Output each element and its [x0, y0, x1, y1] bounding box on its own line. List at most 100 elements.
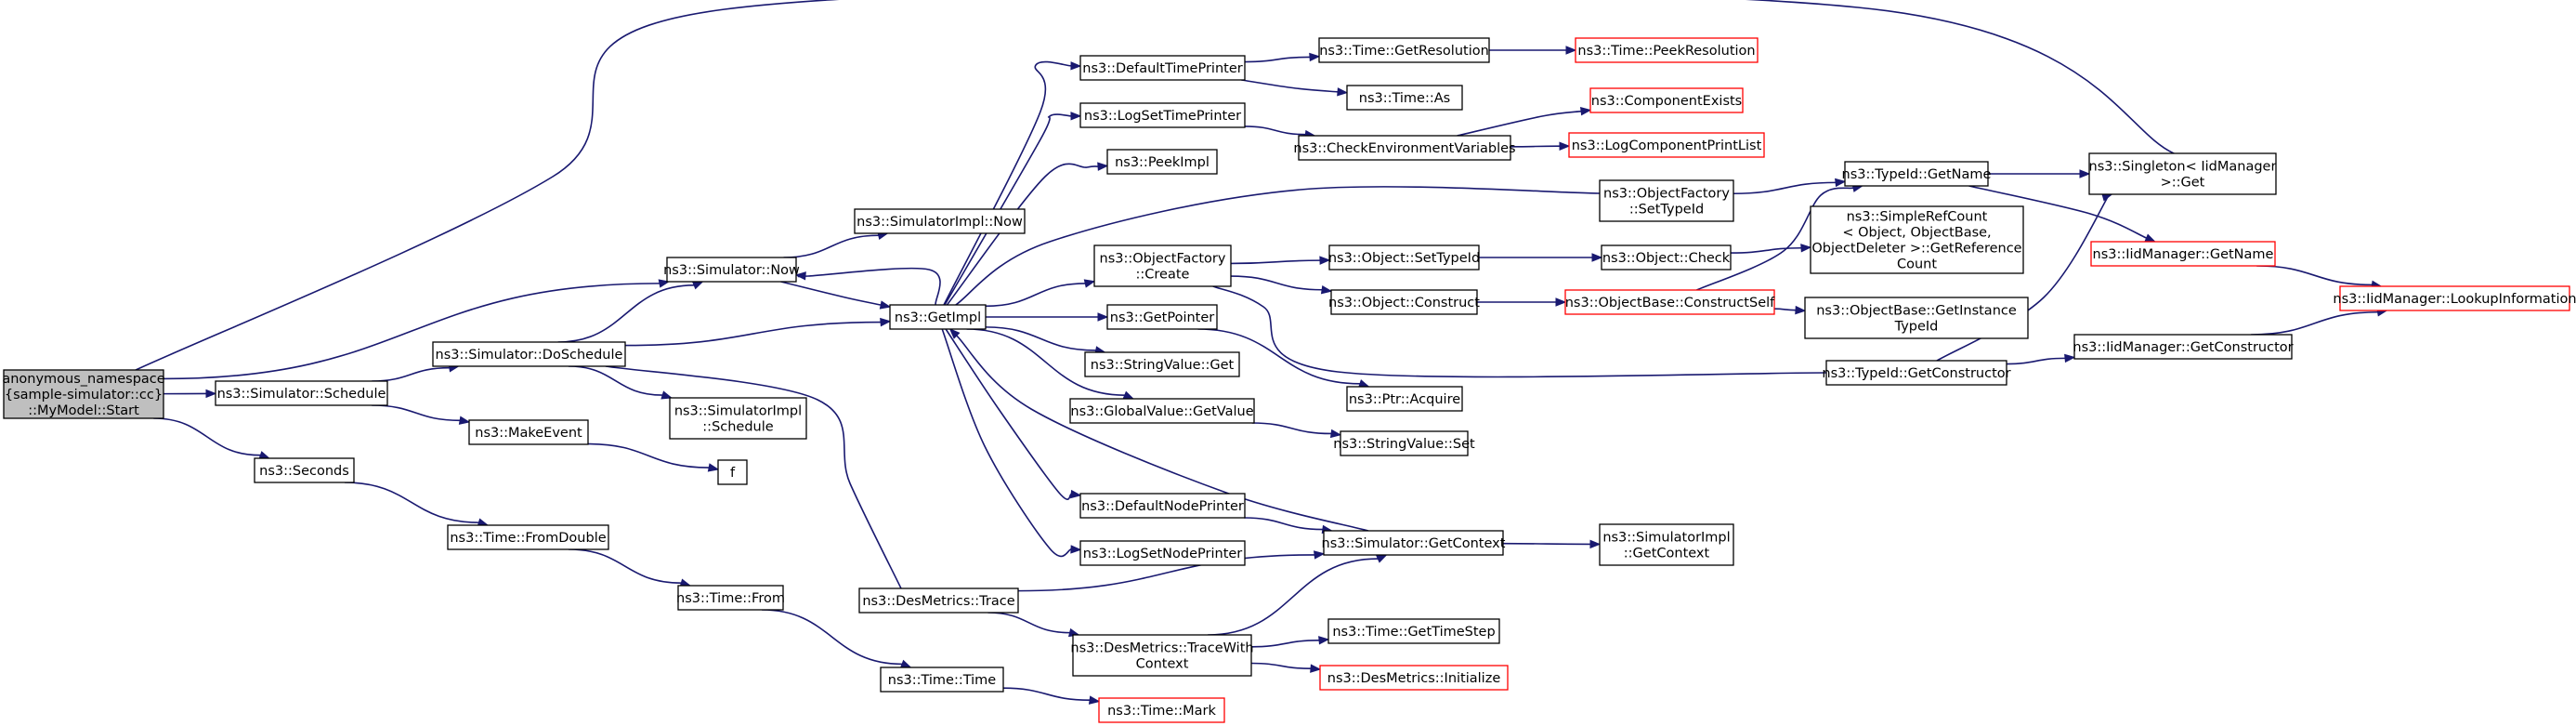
function-node[interactable]: f [717, 459, 748, 485]
node-label: ns3::LogSetTimePrinter [1084, 109, 1241, 124]
edge-line [1208, 558, 1379, 636]
function-node[interactable]: ns3::Singleton< IidManager >::Get [2088, 152, 2277, 195]
arrowhead [1069, 489, 1082, 499]
node-box [1106, 149, 1218, 175]
node-box [1318, 37, 1490, 63]
function-node[interactable]: ns3::DefaultTimePrinter [1079, 55, 1246, 81]
call-edge [2256, 265, 2383, 289]
node-box [858, 587, 1019, 614]
function-node[interactable]: ns3::SimulatorImpl::Schedule [669, 397, 807, 440]
function-node[interactable]: ns3::Object::Check [1601, 244, 1732, 271]
edge-line [985, 283, 1086, 308]
function-node[interactable]: ns3::Time::Time [880, 667, 1004, 693]
node-box [1327, 618, 1500, 644]
edge-line [1244, 517, 1323, 531]
function-node[interactable]: ns3::Time::As [1346, 85, 1463, 111]
edge-line [1773, 308, 1797, 311]
function-node[interactable]: ns3::PeekImpl [1106, 149, 1218, 175]
call-edge [987, 612, 1080, 638]
edge-line [946, 163, 1099, 306]
function-node[interactable]: ns3::CheckEnvironmentVariables [1293, 135, 1516, 161]
function-node[interactable]: ns3::IidManager::GetName [2090, 241, 2276, 267]
edge-line [372, 404, 461, 422]
edge-line [1250, 662, 1312, 669]
function-node[interactable]: ns3::ComponentExists [1589, 87, 1744, 113]
function-node[interactable]: ns3::SimulatorImpl::Now [854, 208, 1026, 234]
edge-line [1457, 110, 1582, 137]
node-box [1328, 244, 1480, 271]
node-box [1079, 493, 1246, 519]
edge-line [372, 366, 450, 382]
node-label: ns3::GetImpl [895, 310, 981, 325]
function-node[interactable]: ns3::Time::PeekResolution [1575, 37, 1759, 63]
function-node[interactable]: ns3::Simulator::Now [663, 257, 800, 283]
function-node[interactable]: ns3::ObjectFactory::SetTypeId [1599, 179, 1734, 222]
function-node[interactable]: ns3::IidManager::GetConstructor [2073, 334, 2294, 360]
arrowhead [2064, 353, 2076, 363]
edge-line [1230, 275, 1323, 291]
function-node[interactable]: ns3::GetPointer [1106, 304, 1218, 330]
node-label: Context [1136, 657, 1189, 672]
function-node[interactable]: ns3::TypeId::GetName [1842, 161, 1992, 187]
edge-line [345, 482, 479, 523]
function-node[interactable]: ns3::Time::GetTimeStep [1327, 618, 1500, 644]
function-node[interactable]: ns3::DesMetrics::Trace [858, 587, 1019, 614]
function-node[interactable]: ns3::Simulator::Schedule [215, 380, 388, 406]
function-node[interactable]: ns3::LogSetNodePrinter [1079, 540, 1246, 566]
edge-line [569, 548, 682, 584]
call-edge [783, 231, 889, 258]
function-node[interactable]: ns3::DesMetrics::Initialize [1319, 665, 1509, 691]
arrowhead [2079, 169, 2091, 178]
call-edge [1244, 52, 1321, 63]
call-edge [1510, 141, 1571, 151]
function-node[interactable]: ns3::ObjectBase::ConstructSelf [1564, 289, 1775, 315]
function-node[interactable]: ns3::StringValue::Set [1333, 430, 1475, 456]
function-node[interactable]: ns3::GetImpl [889, 304, 987, 330]
edge-line [1510, 145, 1561, 148]
node-box [1568, 132, 1765, 158]
function-node[interactable]: ns3::Time::GetResolution [1318, 37, 1490, 63]
node-label: ns3::ObjectFactory [1603, 187, 1730, 202]
function-node[interactable]: ns3::ObjectFactory::Create [1093, 244, 1232, 287]
call-edge [1988, 169, 2091, 178]
node-box [215, 380, 388, 406]
node-box [447, 524, 609, 550]
function-node[interactable]: ns3::Object::SetTypeId [1328, 244, 1480, 271]
function-node[interactable]: ns3::LogComponentPrintList [1568, 132, 1765, 158]
node-box [669, 397, 807, 440]
arrowhead [1070, 61, 1082, 71]
node-label: ns3::ObjectBase::GetInstance [1816, 304, 2017, 319]
node-label: ns3::Time::GetTimeStep [1332, 625, 1495, 640]
function-node[interactable]: ns3::TypeId::GetConstructor [1822, 360, 2011, 386]
node-box [432, 341, 626, 367]
node-box [1093, 244, 1232, 287]
function-node[interactable]: ns3::IidManager::LookupInformation [2333, 285, 2576, 311]
function-node[interactable]: ns3::MakeEvent [468, 419, 589, 445]
function-node[interactable]: ns3::Time::FromDouble [447, 524, 609, 550]
node-label: ns3::StringValue::Set [1333, 437, 1475, 452]
function-node[interactable]: ns3::Seconds [254, 457, 355, 483]
node-label: ns3::Object::Construct [1328, 296, 1480, 310]
call-edge [985, 326, 1106, 355]
edge-line [1251, 422, 1332, 435]
function-node[interactable]: ns3::Time::From [676, 585, 785, 611]
function-node[interactable]: ns3::Time::Mark [1098, 697, 1225, 723]
function-node[interactable]: ns3::SimpleRefCount< Object, ObjectBase,… [1810, 205, 2024, 274]
edge-line [1017, 554, 1315, 592]
function-node[interactable]: ns3::Simulator::GetContext [1322, 530, 1506, 556]
node-label: ns3::LogSetNodePrinter [1083, 547, 1243, 561]
function-node[interactable]: ns3::Ptr::Acquire [1346, 386, 1463, 412]
function-node[interactable]: ns3::Simulator::DoSchedule [432, 341, 626, 367]
node-label: ns3::Object::Check [1602, 251, 1731, 266]
function-node[interactable]: ns3::StringValue::Get [1084, 351, 1240, 377]
function-node[interactable]: ns3::GlobalValue::GetValue [1069, 398, 1255, 424]
function-node[interactable]: ns3::DefaultNodePrinter [1079, 493, 1246, 519]
node-box [1079, 55, 1246, 81]
function-node[interactable]: ns3::SimulatorImpl::GetContext [1599, 523, 1734, 566]
function-node[interactable]: ns3::LogSetTimePrinter [1079, 102, 1246, 128]
call-edge [345, 482, 490, 527]
function-node[interactable]: anonymous_namespace{sample-simulator::cc… [2, 369, 165, 419]
function-node[interactable]: ns3::Object::Construct [1328, 289, 1480, 315]
